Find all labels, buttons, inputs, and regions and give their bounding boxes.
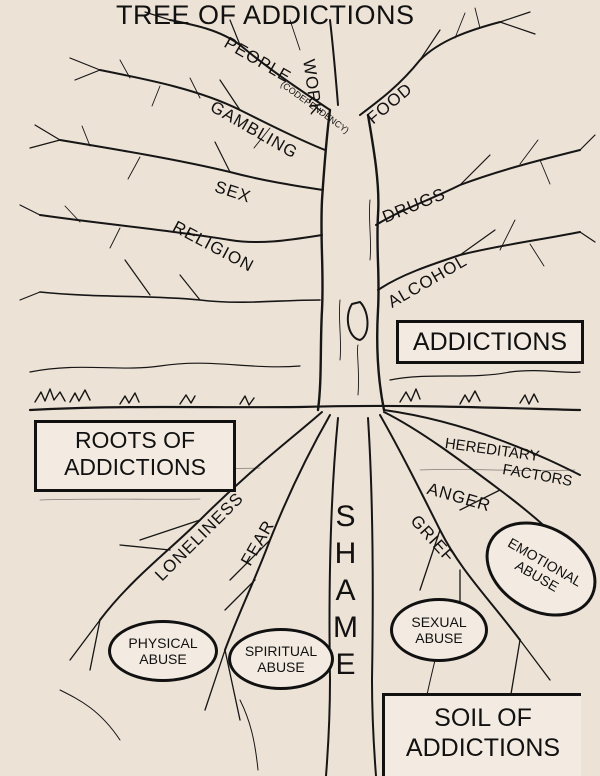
sexual-line2: ABUSE xyxy=(415,630,463,646)
trunk-knot xyxy=(346,301,369,341)
soil-box-line1: SOIL OF xyxy=(434,704,532,732)
trunk-right xyxy=(366,113,386,412)
physical-line2: ABUSE xyxy=(139,651,187,667)
sexual-line1: SEXUAL xyxy=(411,613,467,630)
diagram-title: TREE OF ADDICTIONS xyxy=(116,0,415,30)
twigs xyxy=(19,11,596,301)
branch-sex xyxy=(59,139,324,191)
branch-left-low xyxy=(39,291,321,304)
roots-box-line1: ROOTS OF xyxy=(74,427,196,453)
shame-text: SHAME xyxy=(329,500,362,685)
physical-line1: PHYSICAL xyxy=(128,634,198,651)
branch-work xyxy=(329,19,339,106)
hill-line xyxy=(29,362,301,373)
hill-line-right xyxy=(389,370,581,381)
spiritual-line2: ABUSE xyxy=(257,659,305,675)
root-hereditary xyxy=(383,409,581,476)
branch-gambling xyxy=(99,69,326,151)
oval-spiritual-abuse: SPIRITUAL ABUSE xyxy=(228,628,334,690)
fine-twigs xyxy=(64,7,551,267)
addictions-box: ADDICTIONS xyxy=(396,320,584,364)
addictions-box-label: ADDICTIONS xyxy=(412,328,568,356)
roots-of-addictions-box: ROOTS OF ADDICTIONS xyxy=(34,420,236,492)
branch-religion xyxy=(39,214,323,244)
label-shame: SHAME xyxy=(329,500,362,685)
spiritual-line1: SPIRITUAL xyxy=(244,642,318,659)
oval-sexual-abuse: SEXUAL ABUSE xyxy=(390,598,488,662)
soil-box-line2: ADDICTIONS xyxy=(405,733,561,762)
oval-physical-abuse: PHYSICAL ABUSE xyxy=(108,620,218,682)
trunk-left xyxy=(316,108,332,412)
soil-of-addictions-box: SOIL OF ADDICTIONS xyxy=(382,693,581,776)
ground-line xyxy=(28,404,582,412)
grass-line xyxy=(34,388,539,406)
root-fine-lines xyxy=(59,639,576,771)
root-shame-left xyxy=(325,417,339,776)
root-shame-right xyxy=(367,417,377,776)
trunk-texture xyxy=(338,199,372,396)
roots-box-line2: ADDICTIONS xyxy=(64,454,206,481)
